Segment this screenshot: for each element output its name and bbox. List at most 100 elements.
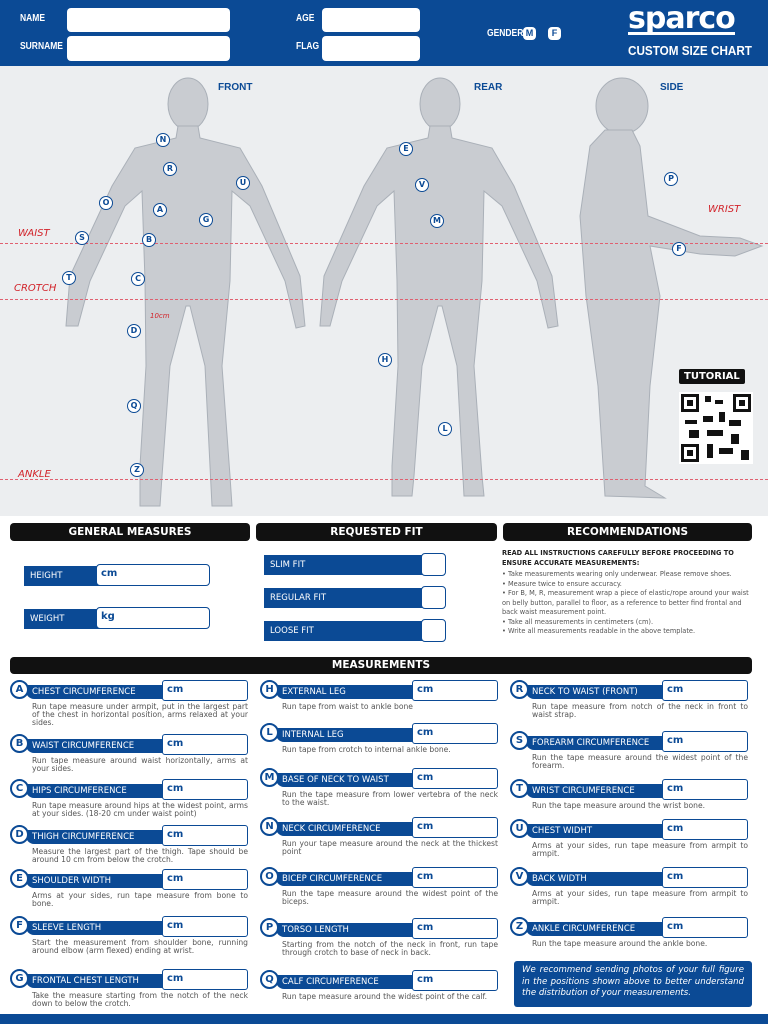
measurement-input[interactable]: cm (662, 819, 748, 840)
marker-front-d: D (127, 324, 141, 338)
marker-front-n: N (156, 133, 170, 147)
surname-input[interactable] (67, 36, 230, 61)
gender-m-option[interactable]: M (523, 27, 536, 40)
name-input[interactable] (67, 8, 230, 32)
measurement-input[interactable]: cm (162, 825, 248, 846)
measurement-letter-badge: H (260, 680, 279, 699)
recommendation-bullet: • Measure twice to ensure accuracy. (502, 579, 622, 588)
measurement-input[interactable]: cm (162, 779, 248, 800)
tutorial-qr-code[interactable] (679, 392, 753, 464)
measurement-input[interactable]: cm (412, 817, 498, 838)
measurement-input[interactable]: cm (162, 969, 248, 990)
ankle-guide-line (0, 479, 768, 480)
chart-title: CUSTOM SIZE CHART (628, 43, 752, 58)
measurement-input[interactable]: cm (412, 680, 498, 701)
measurement-letter-badge: R (510, 680, 529, 699)
surname-label: SURNAME (20, 41, 63, 52)
marker-rear-h: H (378, 353, 392, 367)
measurement-letter-badge: C (10, 779, 29, 798)
regular-fit-checkbox[interactable] (421, 586, 446, 609)
marker-front-a: A (153, 203, 167, 217)
recommendations-header: RECOMMENDATIONS (503, 523, 752, 541)
front-view-label: FRONT (218, 82, 253, 93)
measurement-letter-badge: N (260, 817, 279, 836)
measurement-description: Arms at your sides, run tape measure fro… (532, 841, 748, 858)
marker-front-b: B (142, 233, 156, 247)
measurement-description: Starting from the notch of the neck in f… (282, 940, 498, 957)
measurement-label: CALF CIRCUMFERENCE (276, 975, 426, 989)
measurement-letter-badge: L (260, 723, 279, 742)
measurement-letter-badge: Q (260, 970, 279, 989)
measurement-letter-badge: A (10, 680, 29, 699)
measurement-description: Run tape measure around the widest point… (282, 992, 488, 1001)
measurement-input[interactable]: cm (662, 779, 748, 800)
name-label: NAME (20, 13, 46, 24)
gender-f-option[interactable]: F (548, 27, 561, 40)
measurement-letter-badge: S (510, 731, 529, 750)
measurement-description: Take the measure starting from the notch… (32, 991, 248, 1008)
measurement-input[interactable]: cm (162, 680, 248, 701)
measurement-input[interactable]: cm (662, 731, 748, 752)
measurement-letter-badge: O (260, 867, 279, 886)
measurement-input[interactable]: cm (412, 970, 498, 991)
measurement-description: Run tape measure under armpit, put in th… (32, 702, 248, 727)
weight-input[interactable]: kg (96, 607, 210, 629)
measurement-input[interactable]: cm (662, 917, 748, 938)
measurement-label: BACK WIDTH (526, 872, 676, 886)
measurement-label: TORSO LENGTH (276, 923, 426, 937)
measurement-letter-badge: F (10, 916, 29, 935)
figure-area: FRONT REAR SIDE WAIST CROTCH ANKLE WRIST… (0, 66, 768, 516)
slim-fit-checkbox[interactable] (421, 553, 446, 576)
ankle-label: ANKLE (18, 469, 51, 480)
marker-rear-v: V (415, 178, 429, 192)
measurement-input[interactable]: cm (662, 680, 748, 701)
measurement-input[interactable]: cm (412, 918, 498, 939)
measurement-description: Run tape measure from notch of the neck … (532, 702, 748, 719)
measurement-label: NECK CIRCUMFERENCE (276, 822, 426, 836)
fit-option-regular[interactable]: REGULAR FIT (264, 588, 424, 608)
height-input[interactable]: cm (96, 564, 210, 586)
measurement-label: CHEST CIRCUMFERENCE (26, 685, 176, 699)
measurement-letter-badge: P (260, 918, 279, 937)
measurement-label: BASE OF NECK TO WAIST (276, 773, 426, 787)
measurement-letter-badge: T (510, 779, 529, 798)
measurement-description: Run the tape measure around the widest p… (532, 753, 748, 770)
measurement-input[interactable]: cm (412, 768, 498, 789)
marker-front-z: Z (130, 463, 144, 477)
measurement-input[interactable]: cm (162, 869, 248, 890)
weight-label: WEIGHT (24, 609, 100, 629)
tutorial-label: TUTORIAL (679, 369, 745, 384)
measurement-description: Run tape from crotch to internal ankle b… (282, 745, 451, 754)
marker-front-r: R (163, 162, 177, 176)
waist-guide-line (0, 243, 768, 244)
measurement-label: ANKLE CIRCUMFERENCE (526, 922, 676, 936)
fit-option-loose[interactable]: LOOSE FIT (264, 621, 424, 641)
measurement-description: Run your tape measure around the neck at… (282, 839, 498, 856)
recommendation-bullet: • Take measurements wearing only underwe… (502, 570, 732, 578)
measurement-letter-badge: V (510, 867, 529, 886)
loose-fit-checkbox[interactable] (421, 619, 446, 642)
measurement-label: CHEST WIDHT (526, 824, 676, 838)
measurement-description: Run the tape measure around the wrist bo… (532, 801, 706, 810)
marker-rear-l: L (438, 422, 452, 436)
measurement-letter-badge: U (510, 819, 529, 838)
fit-option-slim[interactable]: SLIM FIT (264, 555, 424, 575)
flag-input[interactable] (322, 36, 420, 61)
measurement-letter-badge: Z (510, 917, 529, 936)
measurement-description: Arms at your sides, run tape measure fro… (532, 889, 748, 906)
marker-side-f: F (672, 242, 686, 256)
measurement-label: THIGH CIRCUMFERENCE (26, 830, 176, 844)
measurement-letter-badge: B (10, 734, 29, 753)
age-input[interactable] (322, 8, 420, 32)
sparco-logo: sparco (628, 1, 736, 36)
measurement-input[interactable]: cm (662, 867, 748, 888)
measurement-input[interactable]: cm (412, 867, 498, 888)
measurement-input[interactable]: cm (162, 916, 248, 937)
measurement-input[interactable]: cm (412, 723, 498, 744)
gender-label: GENDER (487, 28, 524, 39)
measurement-input[interactable]: cm (162, 734, 248, 755)
measurement-label: BICEP CIRCUMFERENCE (276, 872, 426, 886)
measurement-letter-badge: G (10, 969, 29, 988)
marker-front-t: T (62, 271, 76, 285)
recommendations-intro: READ ALL INSTRUCTIONS CAREFULLY BEFORE P… (502, 549, 734, 567)
